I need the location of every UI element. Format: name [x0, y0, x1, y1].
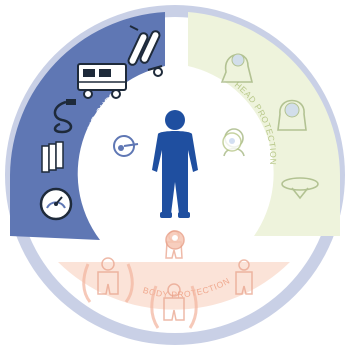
segment-body-protection[interactable] — [58, 262, 290, 310]
head-harness-icon[interactable] — [281, 177, 319, 200]
helmet-visor-icon[interactable] — [277, 99, 307, 131]
full-face-hood-icon[interactable] — [220, 53, 254, 83]
compressor-trolley-icon[interactable] — [77, 63, 127, 99]
filter-cartridges-icon[interactable] — [41, 141, 64, 173]
belt-regulator-icon[interactable] — [235, 259, 253, 295]
gas-tight-suit-icon[interactable] — [82, 257, 134, 303]
air-hose-icon[interactable] — [53, 99, 76, 134]
pressure-gauge-icon[interactable] — [39, 187, 73, 221]
head-connector-badge — [222, 132, 242, 152]
gas-cylinder-cart-icon[interactable] — [127, 25, 163, 77]
body-connector-badge — [165, 230, 185, 250]
center-person-figure — [152, 110, 198, 218]
splash-suit-icon[interactable] — [150, 283, 198, 329]
air-connector-badge — [113, 135, 139, 157]
